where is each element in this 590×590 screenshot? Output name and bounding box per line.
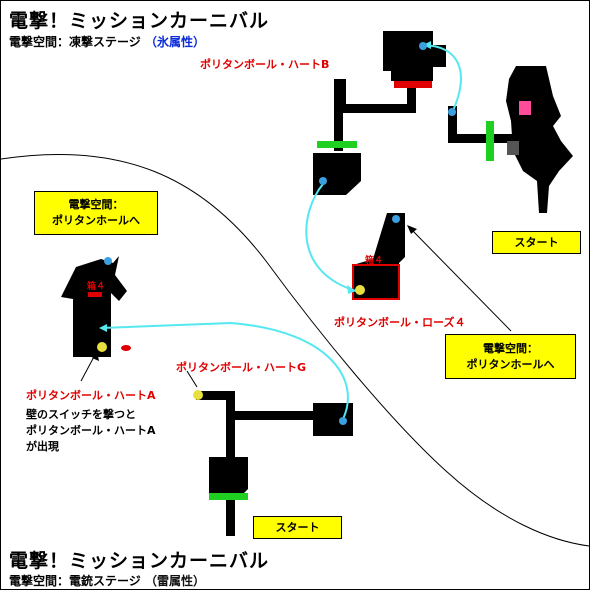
ball-yellow-heart-a xyxy=(97,342,107,352)
wall-switch-red xyxy=(121,345,131,351)
gate-green-upper-right xyxy=(486,121,494,161)
corridor-upper-mid xyxy=(337,104,416,113)
ball-blue-heart-a-room xyxy=(104,257,112,265)
stage-divider-curve xyxy=(1,153,589,547)
switch-gray xyxy=(507,141,519,155)
top-title: 電撃！ミッションカーニバル xyxy=(9,10,270,32)
ball-blue-rose-room xyxy=(392,215,400,223)
room-start-lower xyxy=(209,457,248,496)
route-arrow-lower xyxy=(99,324,107,332)
label-rose-4: ポリタンボール・ローズ４ xyxy=(334,316,466,329)
ball-blue-room-b xyxy=(419,42,427,50)
label-heart-a: ポリタンボール・ハートA xyxy=(26,389,156,402)
box-warp-left-line2: ポリタンホールへ xyxy=(52,214,140,227)
room-lower-right xyxy=(313,403,353,436)
arrowhead-warp-right xyxy=(407,225,417,234)
arrow-warp-right xyxy=(408,226,512,332)
gate-red-heart-b xyxy=(394,81,432,88)
corridor-heart-b-down xyxy=(407,81,416,113)
corridor-lower-vert xyxy=(226,393,235,461)
ball-yellow-rose xyxy=(355,285,365,295)
box-warp-left-line1: 電撃空間： xyxy=(68,198,124,211)
note-line-2: ポリタンボール・ハートA xyxy=(26,424,156,437)
box-4-upper-outline xyxy=(352,264,400,300)
route-arrow-upper xyxy=(423,41,431,49)
label-box-4-left: 箱４ xyxy=(87,282,106,292)
route-line-upper xyxy=(422,44,462,114)
corridor-upper-left-top xyxy=(334,79,346,109)
note-heart-a: 壁のスイッチを撃つと ポリタンボール・ハートA が出現 xyxy=(26,407,156,455)
corridor-upper-right xyxy=(453,134,513,143)
corridor-upper-left-vert xyxy=(334,81,343,151)
gate-green-upper-left xyxy=(317,141,357,148)
box-warp-right-line2: ポリタンホールへ xyxy=(466,357,555,371)
bottom-attribute: （雷属性） xyxy=(144,574,205,588)
room-rose-4 xyxy=(353,213,405,299)
bottom-subtitle: 電撃空間：電銃ステージ （雷属性） xyxy=(9,572,205,589)
ball-blue-lower-right xyxy=(339,417,347,425)
box-warp-right: 電撃空間： ポリタンホールへ xyxy=(445,334,576,379)
switch-pink xyxy=(519,101,531,115)
gate-red-heart-a xyxy=(88,292,102,297)
ball-blue-start-upper xyxy=(448,108,456,116)
top-attribute: （氷属性） xyxy=(144,35,205,49)
route-arrow-rose xyxy=(347,285,356,294)
bottom-title: 電撃！ミッションカーニバル xyxy=(9,550,270,572)
arrowhead-heart-a xyxy=(92,351,99,361)
box-start-top: スタート xyxy=(492,231,581,254)
ball-yellow-heart-g xyxy=(193,390,203,400)
label-heart-g: ポリタンボール・ハートG xyxy=(176,361,307,374)
ball-blue-upper-gate xyxy=(319,177,327,185)
corridor-heart-g xyxy=(196,391,235,400)
route-line-lower xyxy=(100,321,349,420)
label-heart-b: ポリタンボール・ハートB xyxy=(200,58,330,71)
corridor-upper-right-vert xyxy=(448,106,457,143)
room-below-gate xyxy=(313,153,361,195)
room-heart-a xyxy=(61,256,127,357)
arrow-heart-g xyxy=(186,370,198,388)
room-start-upper xyxy=(506,66,573,213)
label-box-4-upper: 箱４ xyxy=(365,256,384,266)
box-warp-left: 電撃空間： ポリタンホールへ xyxy=(34,191,158,235)
bottom-subtitle-text: 電撃空間：電銃ステージ xyxy=(9,574,141,588)
gate-green-lower xyxy=(209,493,248,500)
corridor-start-lower xyxy=(226,496,235,536)
box-warp-right-line1: 電撃空間： xyxy=(483,341,538,355)
top-subtitle: 電撃空間：凍撃ステージ （氷属性） xyxy=(9,33,205,50)
note-line-3: が出現 xyxy=(26,440,59,453)
route-line-rose xyxy=(305,183,357,292)
corridor-lower-right xyxy=(230,411,314,420)
room-heart-b xyxy=(383,31,446,81)
box-start-bottom: スタート xyxy=(253,516,342,539)
top-subtitle-text: 電撃空間：凍撃ステージ xyxy=(9,35,141,49)
note-line-1: 壁のスイッチを撃つと xyxy=(26,408,136,421)
